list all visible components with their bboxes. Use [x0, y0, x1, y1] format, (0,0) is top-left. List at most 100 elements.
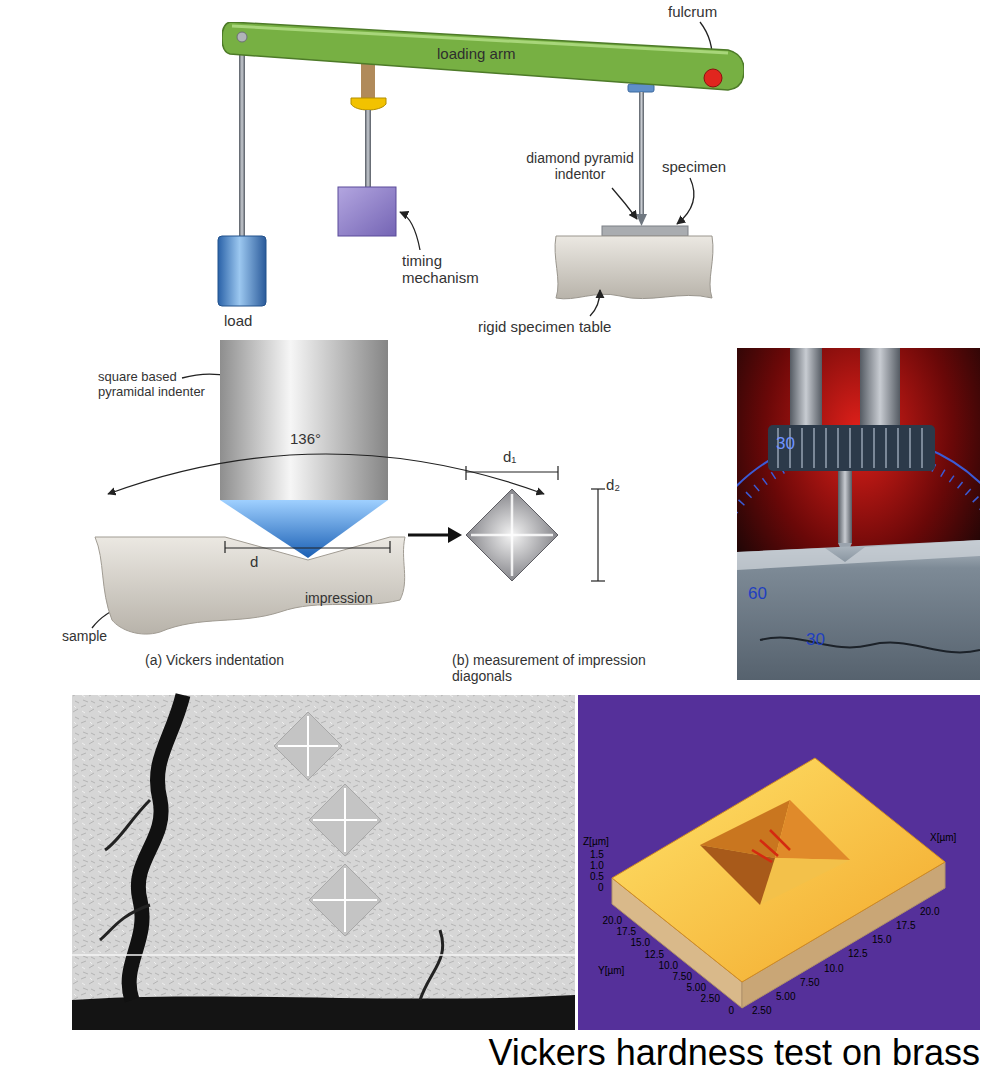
part-label: sample — [62, 628, 107, 644]
axis-tick: 20.0 — [920, 906, 939, 917]
axis-tick: 2.50 — [696, 993, 720, 1004]
impression-highlight — [471, 494, 553, 576]
d2-dimension — [591, 489, 605, 581]
dimension-line — [225, 547, 390, 548]
axis-tick: 20.0 — [598, 915, 622, 926]
dimension-line — [597, 489, 598, 581]
process-arrowhead — [448, 527, 462, 543]
d1-dimension — [466, 466, 558, 480]
axis-tick: 10.0 — [654, 960, 678, 971]
axis-tick: 0 — [598, 882, 604, 893]
part-label: timing mechanism — [402, 252, 484, 287]
part-label: impression — [305, 590, 373, 606]
axis-tick: 10.0 — [824, 963, 843, 974]
axis-tick: 5.00 — [682, 982, 706, 993]
dial-number: 30 — [806, 630, 825, 650]
load-rod — [239, 38, 245, 236]
arm-label: loading arm — [437, 45, 515, 62]
photo-ground — [737, 348, 980, 680]
axis-tick: 15.0 — [626, 937, 650, 948]
timing-box — [338, 187, 396, 236]
dimension-tick — [465, 466, 466, 480]
axis-title: Y[µm] — [598, 965, 624, 976]
dimension-label: d₁ — [503, 448, 516, 465]
diamond-tip — [636, 214, 647, 226]
axis-tick: 7.50 — [800, 977, 819, 988]
dimension-line — [466, 471, 558, 472]
indent-mark — [309, 864, 381, 936]
axis-tick: 1.0 — [590, 860, 604, 871]
caption: Vickers hardness test on brass — [488, 1032, 980, 1073]
load-weight — [218, 236, 266, 306]
axis-tick: 0.5 — [590, 871, 604, 882]
leader-line — [400, 212, 420, 250]
axis-tick: 17.5 — [896, 920, 915, 931]
angle-label: 136° — [290, 430, 321, 447]
surface-top — [612, 758, 945, 982]
pit-face — [775, 800, 850, 860]
tester-photo — [737, 348, 980, 680]
dimension-label: d₂ — [606, 476, 620, 493]
angle-arc — [108, 454, 544, 494]
dimension-tick — [224, 541, 225, 553]
d-dimension — [225, 541, 390, 553]
indent-cross — [278, 716, 338, 776]
axis-title: Z[µm] — [583, 836, 609, 847]
figure-label: (b) measurement of impression diagonals — [452, 652, 707, 684]
specimen-table — [555, 236, 713, 299]
crack-line — [760, 638, 980, 653]
part-label: fulcrum — [668, 3, 717, 20]
dial-number: 60 — [748, 584, 767, 604]
pivot-pin — [237, 32, 247, 42]
scratch-line — [72, 954, 575, 956]
axis-tick: 2.50 — [752, 1005, 771, 1016]
crack-branch — [100, 800, 443, 1000]
loading-arm: loading arm — [222, 22, 744, 92]
dimension-tick — [557, 466, 558, 480]
pit-streak — [752, 830, 790, 862]
axis-title: X[µm] — [930, 832, 956, 843]
part-label: rigid specimen table — [478, 318, 611, 335]
axis-tick: 0 — [710, 1005, 734, 1016]
axis-tick: 15.0 — [872, 934, 891, 945]
dial-number: 30 — [776, 434, 795, 454]
pit-face — [700, 845, 775, 905]
indent-mark — [274, 712, 342, 780]
process-arrow — [408, 534, 450, 537]
axis-tick: 5.00 — [776, 991, 795, 1002]
leader-line — [612, 188, 637, 219]
pit-face — [760, 858, 850, 905]
impression-diamond — [466, 489, 558, 581]
afm-ground — [578, 695, 980, 1030]
timing-clamp — [351, 98, 386, 110]
part-label: specimen — [662, 158, 726, 175]
axis-tick: 12.5 — [848, 948, 867, 959]
indent-cross — [313, 788, 377, 852]
indent-marks — [274, 712, 381, 936]
indentor-cap — [628, 84, 654, 92]
timing-link — [361, 62, 375, 102]
dial-ticks — [737, 450, 980, 680]
dial-ring — [737, 435, 980, 680]
pyramid-tip — [220, 500, 388, 558]
fulcrum-ball — [704, 69, 722, 87]
axis-tick: 1.5 — [590, 849, 604, 860]
indent-mark — [309, 784, 381, 856]
steel-specimen — [737, 540, 980, 680]
micrograph-ground — [72, 695, 575, 1030]
dimension-label: d — [250, 553, 258, 570]
part-label: square based pyramidal indenter — [98, 370, 216, 400]
part-label: load — [224, 312, 252, 329]
sample-block — [95, 537, 405, 634]
leader-line — [677, 178, 694, 224]
dimension-tick — [389, 541, 390, 553]
column — [860, 348, 900, 428]
knurling — [778, 428, 922, 468]
axis-tick: 7.50 — [668, 971, 692, 982]
timing-rod — [365, 110, 371, 188]
axis-tick: 12.5 — [640, 949, 664, 960]
dimension-tick — [591, 488, 605, 489]
edge-band — [72, 995, 575, 1030]
